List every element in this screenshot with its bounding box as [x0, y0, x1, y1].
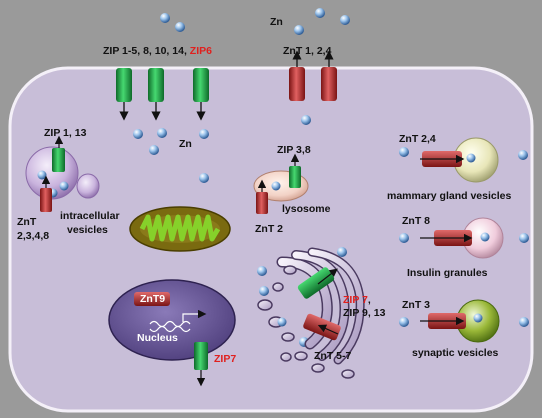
zip-family-text: ZIP 1-5, 8, 10, 14, — [103, 45, 190, 57]
extracellular-zinc-label: Zn — [270, 16, 283, 28]
nucleus — [108, 279, 236, 387]
lysosome — [253, 153, 309, 214]
znt-2-4-label: ZnT 2,4 — [399, 133, 436, 145]
mammary-gland-vesicle — [420, 137, 499, 183]
zip7-golgi-text: ZIP 7 — [343, 294, 368, 306]
zip-1-13-label: ZIP 1, 13 — [44, 127, 87, 139]
intracellular-vesicles-label-line2: vesicles — [67, 224, 108, 236]
plasma-membrane-znt-transporters — [289, 50, 337, 101]
znt-3-label: ZnT 3 — [402, 299, 430, 311]
znt-5-7-label: ZnT 5-7 — [314, 350, 352, 362]
golgi-apparatus — [257, 247, 365, 379]
znt-vesicle-label: ZnT — [17, 216, 37, 228]
znt9-label: ZnT9 — [140, 293, 166, 305]
zip7-nucleus-label: ZIP7 — [214, 353, 237, 365]
zip6-text: ZIP6 — [189, 45, 212, 57]
zip-3-8-label: ZIP 3,8 — [277, 144, 311, 156]
mitochondrion — [129, 206, 231, 252]
mammary-gland-vesicles-label: mammary gland vesicles — [387, 190, 512, 202]
lysosome-label: lysosome — [282, 203, 331, 215]
znt-vesicle-numbers-label: 2,3,4,8 — [17, 230, 50, 242]
cytosolic-zinc-ions — [133, 128, 409, 347]
znt-2-label: ZnT 2 — [255, 223, 283, 235]
insulin-granules-label: Insulin granules — [407, 267, 488, 279]
synaptic-vesicles-label: synaptic vesicles — [412, 347, 499, 359]
zip7-comma-text: , — [367, 294, 371, 306]
znt-8-label: ZnT 8 — [402, 215, 430, 227]
nucleus-label: Nucleus — [137, 332, 178, 344]
synaptic-vesicle — [420, 299, 500, 343]
znt-plasma-membrane-label: ZnT 1, 2,4 — [283, 45, 332, 57]
zip-plasma-membrane-label: ZIP 1-5, 8, 10, 14, ZIP6 — [103, 45, 212, 57]
cytosolic-zinc-label: Zn — [179, 138, 192, 150]
zip7-golgi-label: ZIP 7, — [343, 294, 371, 306]
plasma-membrane-zip-transporters — [116, 68, 209, 121]
extracellular-zinc-ions — [160, 8, 529, 327]
insulin-granule — [420, 217, 504, 259]
zip-9-13-label: ZIP 9, 13 — [343, 307, 386, 319]
intracellular-vesicles-label-line1: intracellular — [60, 210, 120, 222]
intracellular-vesicles — [25, 135, 100, 212]
